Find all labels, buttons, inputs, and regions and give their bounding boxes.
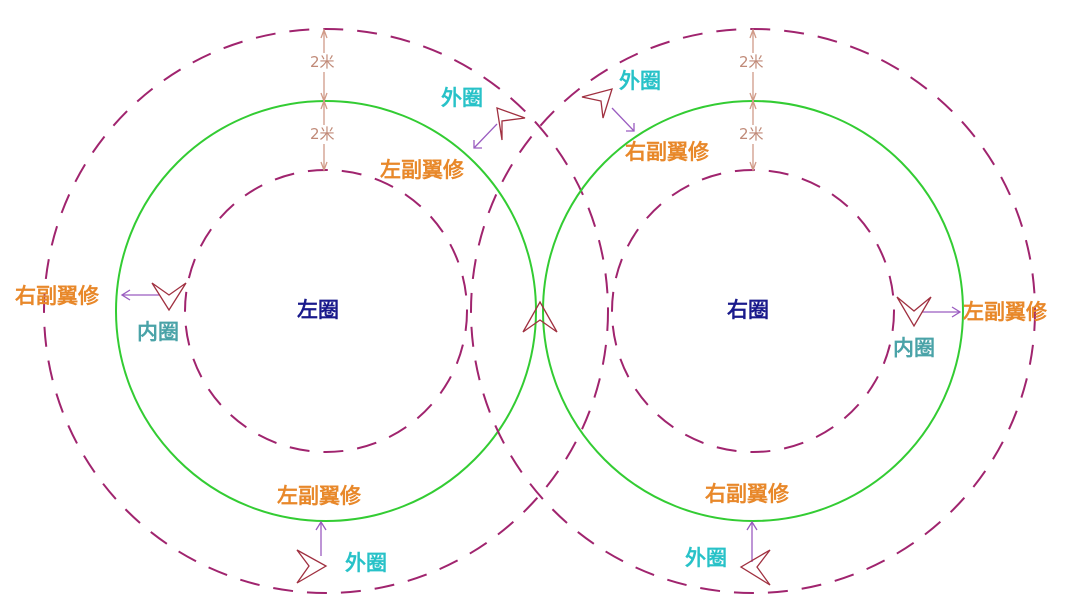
marker-right-middle [896, 296, 932, 328]
right-loop-center-label: 右圈 [727, 298, 769, 322]
direction-markers [151, 88, 932, 586]
left-bottom-outer-label: 外圈 [345, 551, 387, 575]
left-top-outer-label: 外圈 [441, 86, 483, 110]
left-dimension-inner-label: 2米 [310, 125, 335, 144]
left-top-task-label: 左副翼修 [380, 158, 464, 182]
right-top-outer-label: 外圈 [619, 69, 661, 93]
left-side-task-label: 右副翼修 [15, 284, 99, 308]
right-bottom-task-label: 右副翼修 [705, 482, 789, 506]
left-bottom-task-label: 左副翼修 [277, 484, 361, 508]
right-inner-label: 内圈 [893, 336, 935, 360]
marker-right-bottom [739, 549, 771, 586]
right-side-task-label: 左副翼修 [963, 300, 1047, 324]
right-dimension [749, 28, 757, 172]
right-bottom-outer-label: 外圈 [685, 546, 727, 570]
left-path-circle [115, 100, 537, 522]
right-top-task-label: 右副翼修 [625, 140, 709, 164]
left-loop-center-label: 左圈 [297, 298, 339, 322]
marker-right-top [581, 88, 613, 119]
left-loop [43, 28, 609, 594]
marker-left-middle [151, 282, 187, 312]
left-dimension [320, 28, 328, 172]
right-dimension-inner-label: 2米 [739, 125, 764, 144]
left-outer-dashed-circle [43, 28, 609, 594]
left-dimension-outer-label: 2米 [310, 53, 335, 72]
marker-left-top [496, 107, 526, 141]
marker-left-bottom [296, 549, 328, 584]
transition-arrows [120, 107, 962, 562]
right-dimension-outer-label: 2米 [739, 53, 764, 72]
left-inner-dashed-circle [184, 169, 468, 453]
marker-center-crossing [522, 300, 558, 333]
left-inner-label: 内圈 [137, 320, 179, 344]
